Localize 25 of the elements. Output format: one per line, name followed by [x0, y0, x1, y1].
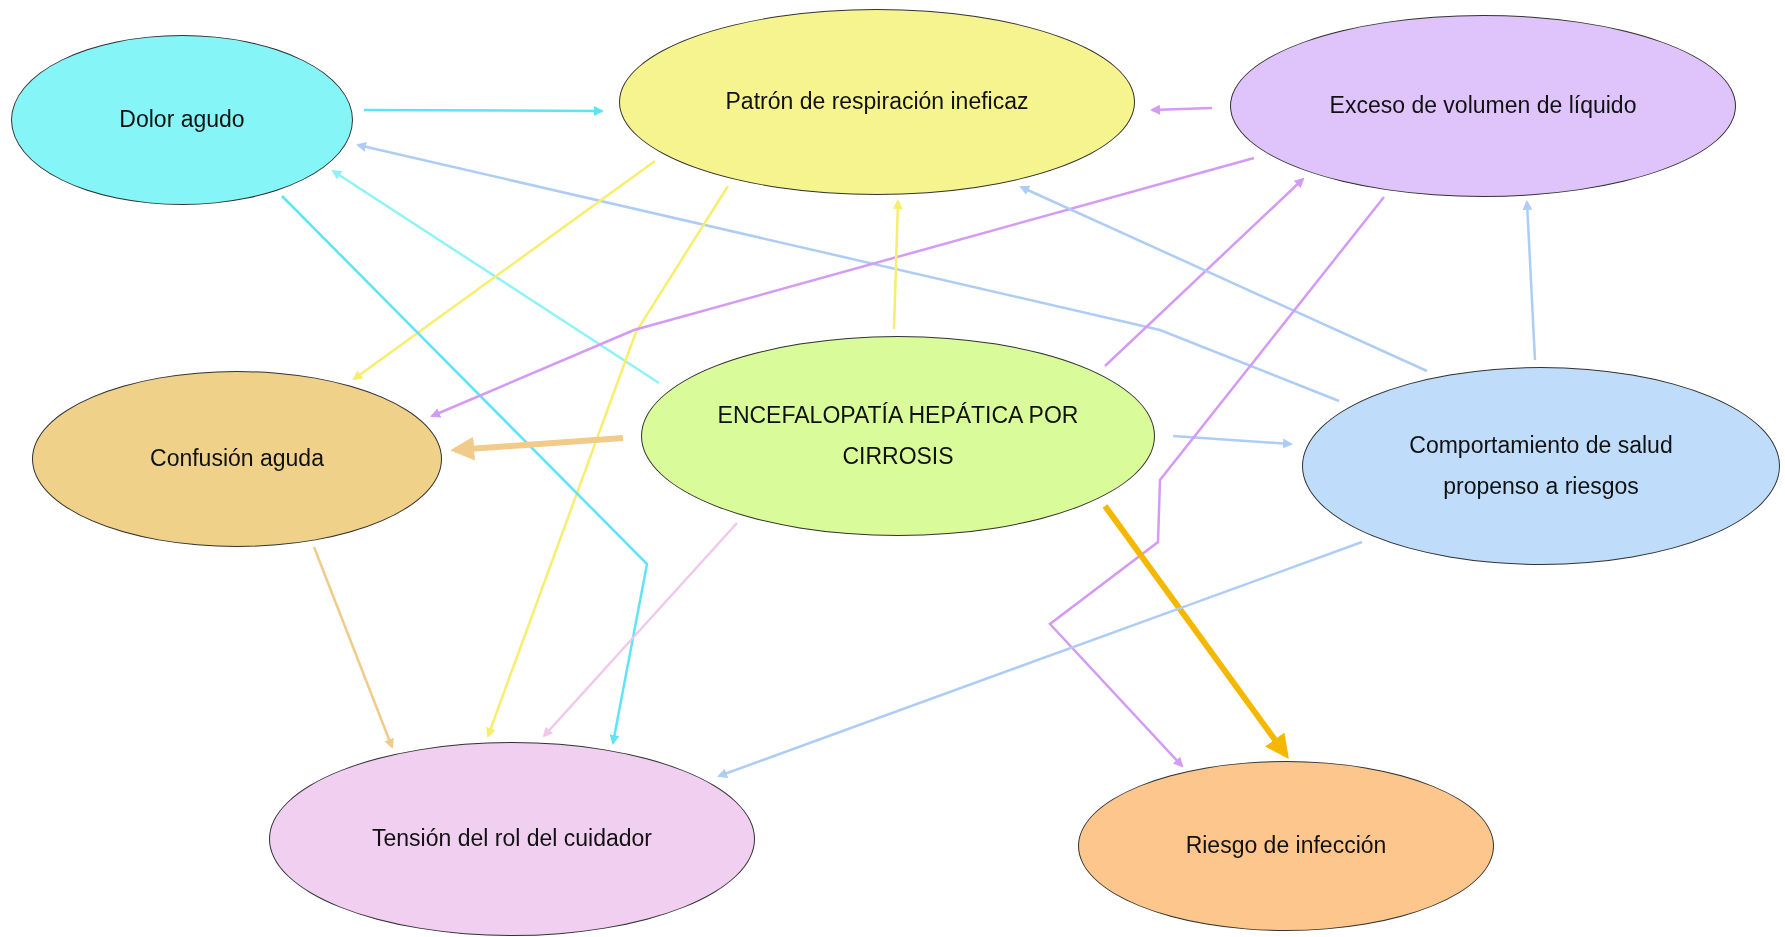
arrow [717, 540, 1363, 778]
arrow [1102, 504, 1289, 759]
node-label: Dolor agudo [119, 105, 245, 135]
arrow [450, 435, 624, 461]
arrow [281, 195, 649, 745]
arrow [1019, 185, 1428, 373]
arrow [364, 105, 604, 116]
node-label: ENCEFALOPATÍA HEPÁTICA POR CIRROSIS [716, 400, 1080, 471]
arrow [1048, 196, 1385, 768]
arrow [356, 141, 1340, 403]
arrow [1104, 177, 1305, 367]
node-label: Riesgo de infección [1185, 831, 1387, 861]
arrow [312, 546, 394, 749]
arrow [1150, 104, 1213, 115]
node-label: Confusión aguda [150, 444, 324, 474]
node-label: Exceso de volumen de líquido [1329, 91, 1637, 121]
node-label: Comportamiento de salud propenso a riesgos [1408, 430, 1674, 501]
node-label: Patrón de respiración ineficaz [725, 87, 1029, 117]
arrow [892, 199, 903, 330]
arrow [542, 522, 738, 738]
arrow [1172, 434, 1293, 449]
arrow [486, 185, 730, 738]
node-label: Tensión del rol del cuidador [372, 824, 652, 854]
arrow [430, 156, 1255, 418]
arrow [1522, 200, 1537, 361]
